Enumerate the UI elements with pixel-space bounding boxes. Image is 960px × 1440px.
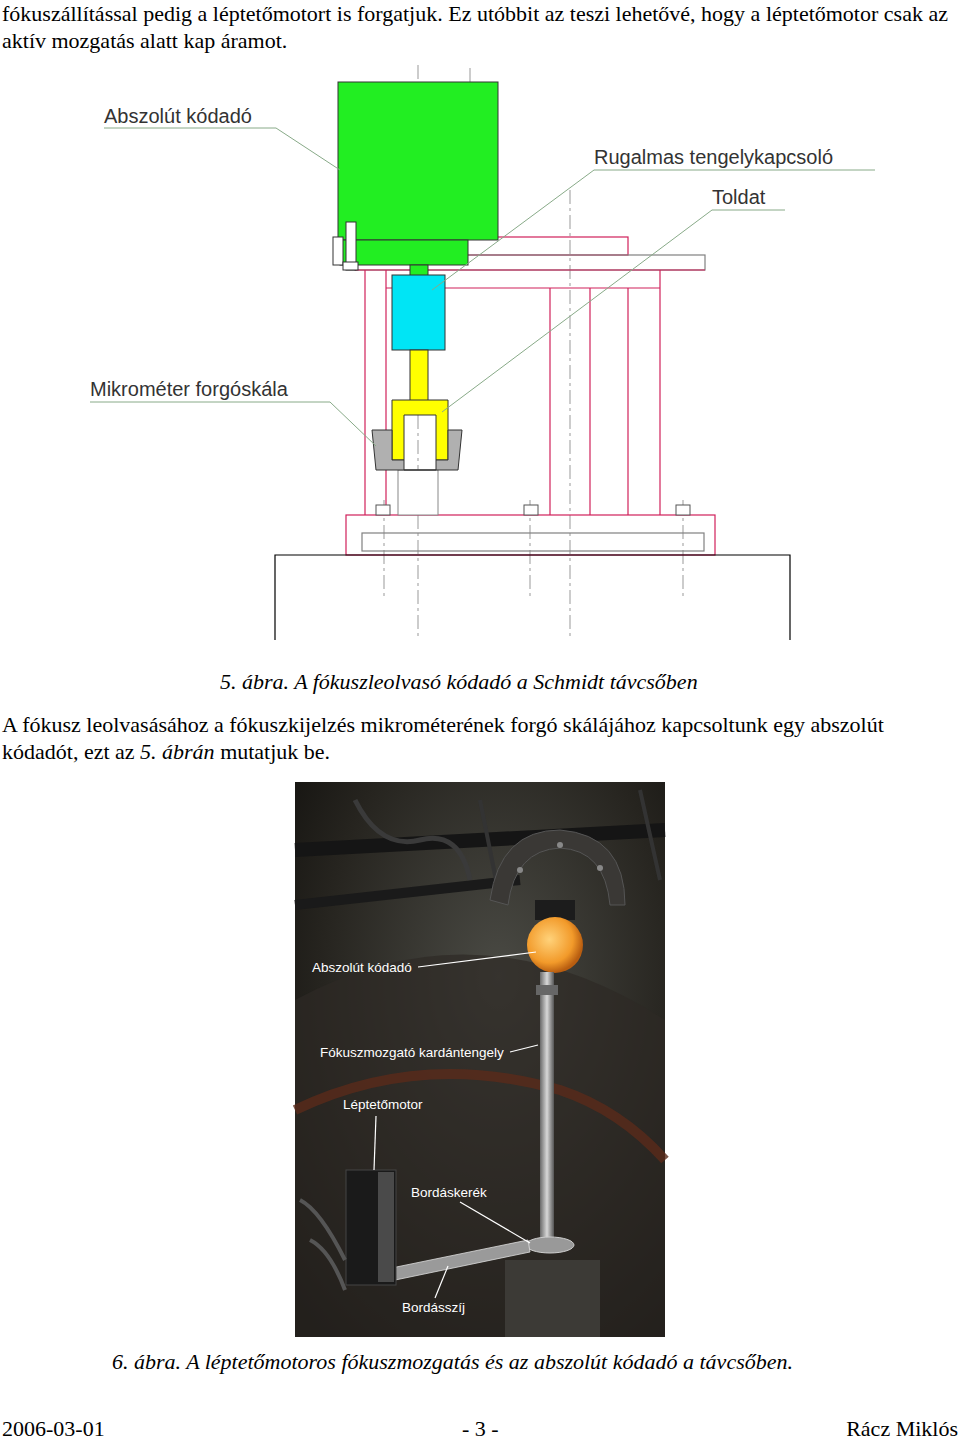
part-label: Abszolút kódadó: [104, 104, 252, 128]
frame-columns: [346, 237, 715, 555]
figure-caption: 5. ábra. A fókuszleolvasó kódadó a Schmi…: [220, 668, 698, 695]
leader-lines: [90, 128, 875, 446]
figure-reference: 5. ábrán: [140, 739, 215, 764]
photo-label: Bordásszíj: [402, 1300, 465, 1316]
footer-date: 2006-03-01: [2, 1415, 105, 1440]
photo-leader-lines: [374, 952, 538, 1298]
figure-caption: 6. ábra. A léptetőmotoros fókuszmozgatás…: [112, 1348, 793, 1375]
absolute-encoder: [333, 82, 498, 277]
body-text: mutatjuk be.: [220, 739, 330, 764]
photo-label: Léptetőmotor: [343, 1097, 423, 1113]
extension-fork: [392, 400, 448, 460]
micrometer-shaft: [398, 470, 438, 515]
footer-author: Rácz Miklós: [846, 1415, 958, 1440]
page-number: - 3 -: [462, 1415, 499, 1440]
micrometer-scale: [372, 430, 462, 470]
flexible-coupling: [392, 275, 445, 402]
part-label: Toldat: [712, 185, 765, 209]
body-text: A fókusz leolvasásához a fókuszkijelzés …: [2, 712, 884, 764]
part-label: Rugalmas tengelykapcsoló: [594, 145, 833, 169]
body-paragraph: A fókusz leolvasásához a fókuszkijelzés …: [2, 711, 958, 765]
telescope-body: [275, 555, 790, 640]
part-label: Mikrométer forgóskála: [90, 377, 288, 401]
photo-label: Bordáskerék: [411, 1185, 487, 1201]
telescope-photo: [295, 782, 665, 1337]
body-text: fókuszállítással pedig a léptetőmotort i…: [2, 0, 958, 54]
photo-label: Fókuszmozgató kardántengely: [320, 1045, 504, 1061]
photo-label: Abszolút kódadó: [312, 960, 412, 976]
